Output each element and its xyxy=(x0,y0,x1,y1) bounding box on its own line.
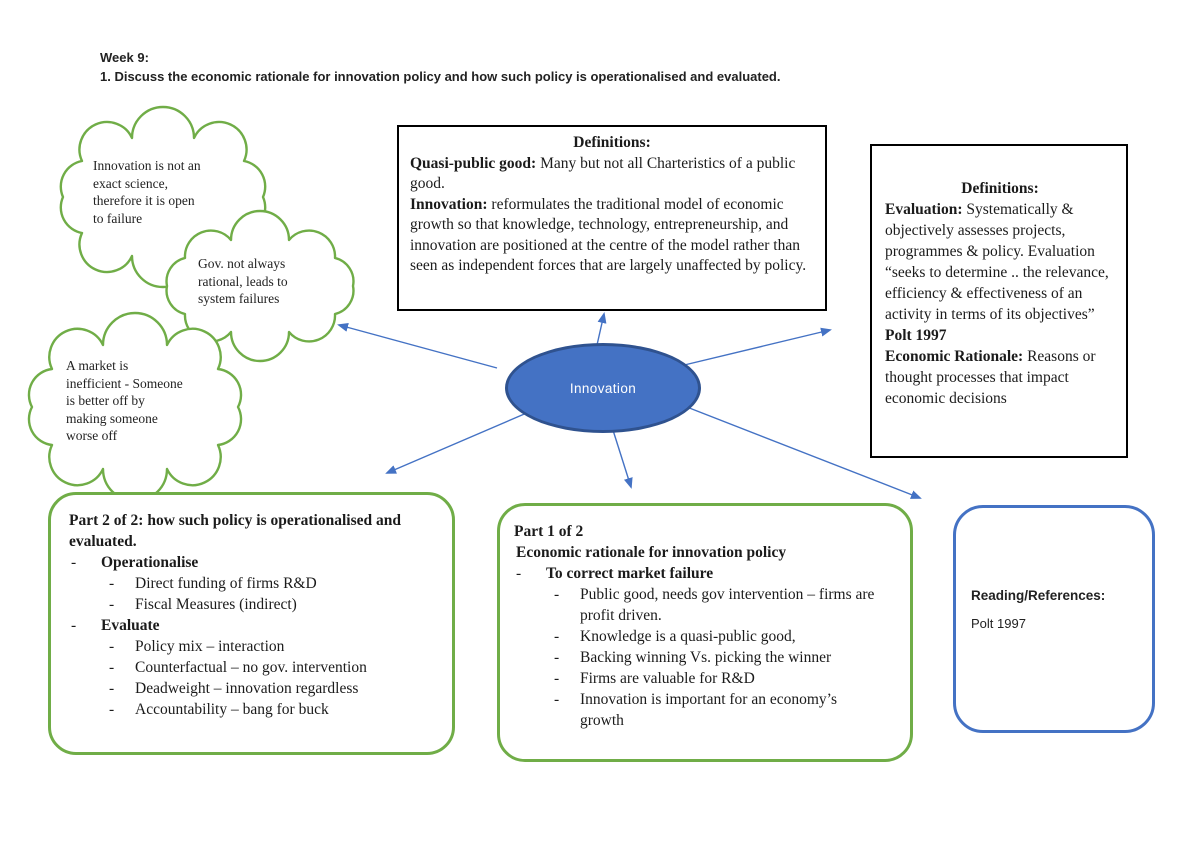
connector-arrows xyxy=(337,312,922,499)
list-item-label: Direct funding of firms R&D xyxy=(135,575,317,592)
list-item: - Evaluate xyxy=(61,615,440,636)
bullet-dash: - xyxy=(554,670,560,687)
cloud-innovation-not-exact: Innovation is not an exact science, ther… xyxy=(93,158,201,226)
list-item-label: Operationalise xyxy=(101,554,199,571)
list-item: - Policy mix – interaction xyxy=(61,636,440,657)
definition-evaluation: Evaluation: Systematically & objectively… xyxy=(885,201,1109,344)
list-item: - Direct funding of firms R&D xyxy=(61,573,440,594)
arrow-to-definitions-right xyxy=(675,327,832,368)
list-item-label: Knowledge is a quasi-public good, xyxy=(580,628,796,645)
list-item-label: Accountability – bang for buck xyxy=(135,701,329,718)
page-question: 1. Discuss the economic rationale for in… xyxy=(100,69,781,84)
part2-title: Part 2 of 2: how such policy is operatio… xyxy=(69,512,401,550)
arrow-to-clouds xyxy=(337,323,498,369)
definitions-top-title: Definitions: xyxy=(573,134,651,151)
arrow-to-part2 xyxy=(385,405,544,474)
reading-references-box: Reading/References: Polt 1997 xyxy=(953,505,1155,733)
list-item-label: To correct market failure xyxy=(546,565,714,582)
central-node-label: Innovation xyxy=(569,380,637,396)
list-item-label: Innovation is important for an economy’s… xyxy=(580,691,837,729)
bullet-dash: - xyxy=(554,691,560,708)
list-item-label: Evaluate xyxy=(101,617,160,634)
list-item: - Firms are valuable for R&D xyxy=(506,668,898,689)
part1-box: Part 1 of 2 Economic rationale for innov… xyxy=(497,503,913,762)
part1-title: Part 1 of 2 xyxy=(514,523,584,540)
list-item: - Innovation is important for an economy’… xyxy=(506,689,898,731)
list-item-label: Public good, needs gov intervention – fi… xyxy=(580,586,875,624)
definitions-right-title: Definitions: xyxy=(961,180,1039,197)
page-header: Week 9: 1. Discuss the economic rational… xyxy=(100,48,781,86)
list-item: - Counterfactual – no gov. intervention xyxy=(61,657,440,678)
bullet-dash: - xyxy=(109,659,115,676)
list-item-label: Policy mix – interaction xyxy=(135,638,285,655)
definitions-box-top: Definitions: Quasi-public good: Many but… xyxy=(397,125,827,311)
bullet-dash: - xyxy=(109,596,115,613)
list-item: - Backing winning Vs. picking the winner xyxy=(506,647,898,668)
list-item-label: Deadweight – innovation regardless xyxy=(135,680,359,697)
definition-innovation: Innovation: reformulates the traditional… xyxy=(410,195,807,275)
reading-reference: Polt 1997 xyxy=(971,616,1026,631)
part1-subtitle: Economic rationale for innovation policy xyxy=(516,544,787,561)
arrow-to-definitions-top xyxy=(596,312,607,346)
list-item-label: Fiscal Measures (indirect) xyxy=(135,596,297,613)
bullet-dash: - xyxy=(516,565,522,582)
bullet-dash: - xyxy=(71,554,77,571)
cloud-2-shape xyxy=(165,209,355,363)
arrow-to-reading xyxy=(673,401,922,499)
cloud-3-shape xyxy=(27,311,243,503)
bullet-dash: - xyxy=(554,586,560,603)
bullet-dash: - xyxy=(109,638,115,655)
list-item: - Deadweight – innovation regardless xyxy=(61,678,440,699)
list-item: - Public good, needs gov intervention – f… xyxy=(506,584,898,626)
bullet-dash: - xyxy=(554,628,560,645)
definition-economic-rationale: Economic Rationale: Reasons or thought p… xyxy=(885,348,1096,407)
cloud-market-inefficient: A market is inefficient - Someone is bet… xyxy=(66,358,183,443)
definitions-box-right: Definitions: Evaluation: Systematically … xyxy=(870,144,1128,458)
bullet-dash: - xyxy=(109,575,115,592)
list-item: - Fiscal Measures (indirect) xyxy=(61,594,440,615)
page-title: Week 9: xyxy=(100,50,149,65)
list-item: - To correct market failure xyxy=(506,563,898,584)
central-node-innovation: Innovation xyxy=(505,343,701,433)
list-item: - Knowledge is a quasi-public good, xyxy=(506,626,898,647)
definition-quasi-public-good: Quasi-public good: Many but not all Char… xyxy=(410,154,796,193)
part2-list: - Operationalise - Direct funding of firms … xyxy=(61,552,440,720)
arrow-to-part1 xyxy=(611,426,633,489)
list-item-label: Counterfactual – no gov. intervention xyxy=(135,659,367,676)
list-item-label: Firms are valuable for R&D xyxy=(580,670,755,687)
bullet-dash: - xyxy=(554,649,560,666)
bullet-dash: - xyxy=(71,617,77,634)
bullet-dash: - xyxy=(109,680,115,697)
part1-list: - To correct market failure - Public good, … xyxy=(506,563,898,731)
list-item: - Accountability – bang for buck xyxy=(61,699,440,720)
part2-box: Part 2 of 2: how such policy is operatio… xyxy=(48,492,455,755)
list-item-label: Backing winning Vs. picking the winner xyxy=(580,649,832,666)
list-item: - Operationalise xyxy=(61,552,440,573)
bullet-dash: - xyxy=(109,701,115,718)
cloud-gov-not-rational: Gov. not always rational, leads to syste… xyxy=(198,256,288,306)
reading-title: Reading/References: xyxy=(971,588,1106,603)
